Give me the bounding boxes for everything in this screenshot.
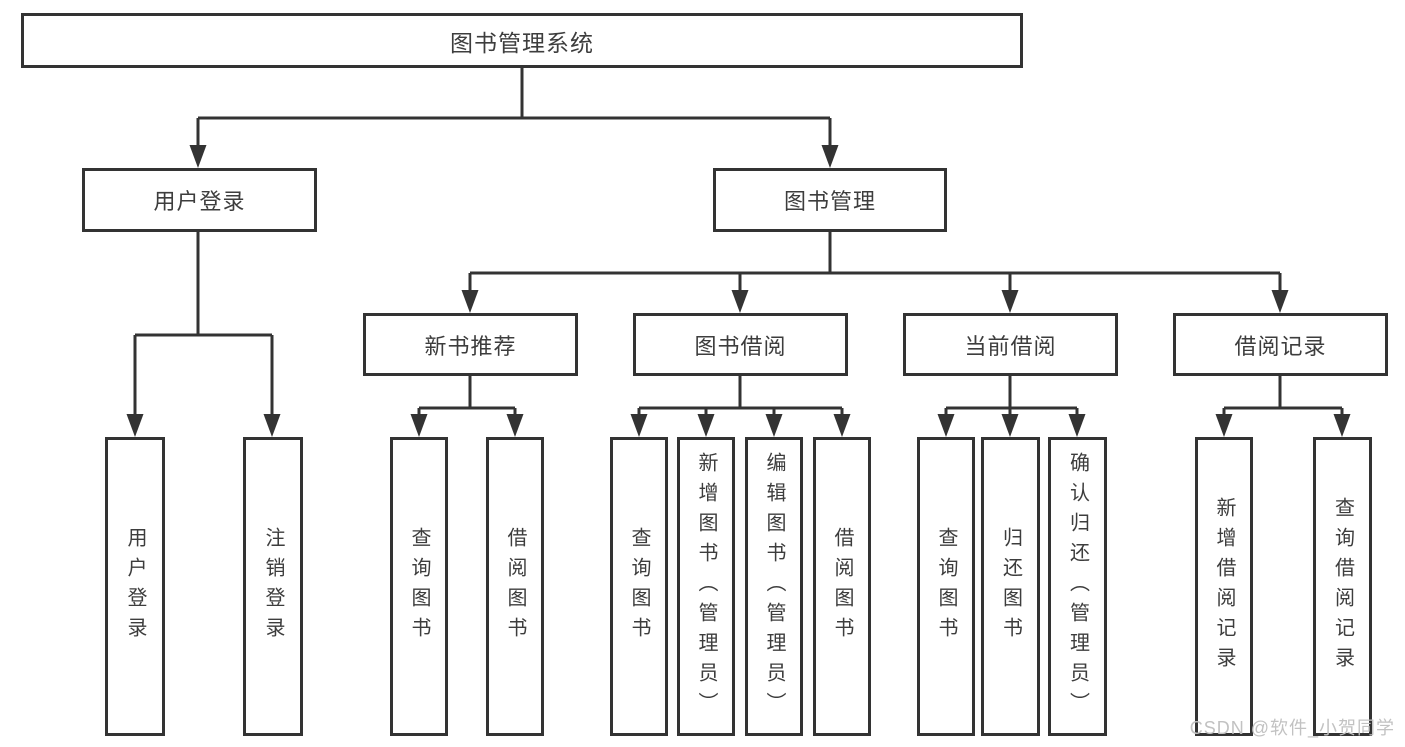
- leaf-query-books-borrowing: 查询图书: [610, 437, 668, 736]
- leaf-borrow-books-recommend: 借阅图书: [486, 437, 544, 736]
- leaf-query-borrow-record: 查询借阅记录: [1313, 437, 1372, 736]
- node-new-book-recommend: 新书推荐: [363, 313, 578, 376]
- leaf-user-login: 用户登录: [105, 437, 165, 736]
- connector-book-borrowing-to-leaves: [630, 376, 851, 437]
- leaf-edit-book-admin: 编辑图书（管理员）: [745, 437, 803, 736]
- node-user-login: 用户登录: [82, 168, 317, 232]
- node-book-borrowing: 图书借阅: [633, 313, 848, 376]
- leaf-borrow-books-borrowing: 借阅图书: [813, 437, 871, 736]
- connector-root-to-level2: [189, 68, 839, 168]
- leaf-logout: 注销登录: [243, 437, 303, 736]
- leaf-return-books: 归还图书: [981, 437, 1040, 736]
- connector-borrowing-records-to-leaves: [1215, 376, 1351, 437]
- leaf-query-books-current: 查询图书: [917, 437, 975, 736]
- connector-new-book-recommend-to-leaves: [410, 376, 524, 437]
- node-book-management: 图书管理: [713, 168, 947, 232]
- csdn-watermark: CSDN @软件_小贺同学: [1189, 718, 1395, 738]
- leaf-query-books-recommend: 查询图书: [390, 437, 448, 736]
- node-root-system: 图书管理系统: [21, 13, 1023, 68]
- connector-current-borrowing-to-leaves: [937, 376, 1086, 437]
- leaf-add-book-admin: 新增图书（管理员）: [677, 437, 735, 736]
- node-borrowing-records: 借阅记录: [1173, 313, 1388, 376]
- leaf-add-borrow-record: 新增借阅记录: [1195, 437, 1253, 736]
- leaf-confirm-return-admin: 确认归还（管理员）: [1048, 437, 1107, 736]
- connector-book-management-to-level3: [461, 232, 1289, 313]
- connector-user-login-to-leaves: [126, 232, 281, 437]
- node-current-borrowing: 当前借阅: [903, 313, 1118, 376]
